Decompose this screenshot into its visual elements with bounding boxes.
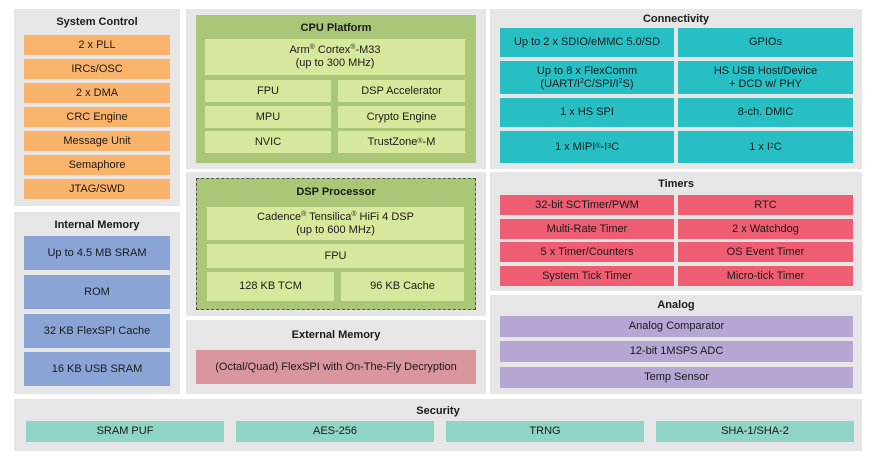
conn-hs-spi: 1 x HS SPI [500, 98, 674, 127]
flexspi-decryption: (Octal/Quad) FlexSPI with On-The-Fly Dec… [196, 350, 476, 384]
analog-item: Temp Sensor [500, 367, 853, 388]
cpu-crypto-engine: Crypto Engine [338, 106, 465, 128]
cpu-platform-panel: CPU Platform Arm® Cortex®-M33 (up to 300… [186, 9, 486, 169]
timer-item: System Tick Timer [500, 266, 674, 286]
security-item: SHA-1/SHA-2 [656, 421, 854, 442]
security-item: AES-256 [236, 421, 434, 442]
conn-hs-usb: HS USB Host/Device + DCD w/ PHY [678, 61, 853, 94]
dsp-processor-title: DSP Processor [296, 186, 376, 198]
system-control-item: JTAG/SWD [24, 179, 170, 199]
internal-memory-item: Up to 4.5 MB SRAM [24, 236, 170, 270]
system-control-panel: System Control 2 x PLL IRCs/OSC 2 x DMA … [14, 9, 180, 206]
cpu-fpu: FPU [205, 80, 331, 102]
analog-item: Analog Comparator [500, 316, 853, 337]
system-control-item: 2 x PLL [24, 35, 170, 55]
dsp-cache: 96 KB Cache [341, 272, 464, 301]
cpu-core-name: Arm® Cortex®-M33 [289, 44, 381, 56]
connectivity-title: Connectivity [642, 13, 709, 25]
external-memory-title: External Memory [291, 329, 381, 341]
external-memory-panel: External Memory (Octal/Quad) FlexSPI wit… [186, 320, 486, 394]
system-control-title: System Control [56, 16, 138, 28]
cpu-mpu: MPU [205, 106, 331, 128]
dsp-core-block: Cadence® Tensilica® HiFi 4 DSP (up to 60… [207, 207, 464, 240]
timer-item: OS Event Timer [678, 242, 853, 262]
timers-panel: Timers 32-bit SCTimer/PWM RTC Multi-Rate… [490, 172, 862, 291]
cpu-core-block: Arm® Cortex®-M33 (up to 300 MHz) [205, 39, 465, 75]
cpu-platform-title: CPU Platform [300, 22, 372, 34]
dsp-processor-panel: DSP Processor Cadence® Tensilica® HiFi 4… [186, 172, 486, 316]
internal-memory-item: ROM [24, 275, 170, 309]
internal-memory-panel: Internal Memory Up to 4.5 MB SRAM ROM 32… [14, 212, 180, 394]
timer-item: 5 x Timer/Counters [500, 242, 674, 262]
analog-item: 12-bit 1MSPS ADC [500, 341, 853, 362]
system-control-item: 2 x DMA [24, 83, 170, 103]
dsp-tcm: 128 KB TCM [207, 272, 334, 301]
system-control-item: Semaphore [24, 155, 170, 175]
timer-item: RTC [678, 195, 853, 215]
internal-memory-item: 16 KB USB SRAM [24, 352, 170, 386]
conn-sdio: Up to 2 x SDIO/eMMC 5.0/SD [500, 28, 674, 57]
system-control-item: CRC Engine [24, 107, 170, 127]
timers-title: Timers [658, 178, 694, 190]
cpu-core-speed: (up to 300 MHz) [295, 57, 375, 69]
conn-dmic: 8-ch. DMIC [678, 98, 853, 127]
security-panel: Security SRAM PUF AES-256 TRNG SHA-1/SHA… [14, 399, 862, 451]
security-item: SRAM PUF [26, 421, 224, 442]
conn-flexcomm: Up to 8 x FlexComm (UART/I2C/SPI/I2S) [500, 61, 674, 94]
timer-item: 2 x Watchdog [678, 219, 853, 239]
security-title: Security [416, 405, 460, 417]
internal-memory-item: 32 KB FlexSPI Cache [24, 314, 170, 348]
analog-title: Analog [657, 299, 695, 311]
timer-item: 32-bit SCTimer/PWM [500, 195, 674, 215]
dsp-core-name: Cadence® Tensilica® HiFi 4 DSP [257, 210, 414, 223]
internal-memory-title: Internal Memory [54, 219, 140, 231]
dsp-fpu: FPU [207, 244, 464, 268]
cpu-nvic: NVIC [205, 131, 331, 153]
cpu-trustzone: TrustZone®-M [338, 131, 465, 153]
connectivity-panel: Connectivity Up to 2 x SDIO/eMMC 5.0/SD … [490, 9, 862, 169]
cpu-dsp-accelerator: DSP Accelerator [338, 80, 465, 102]
security-item: TRNG [446, 421, 644, 442]
conn-gpios: GPIOs [678, 28, 853, 57]
timer-item: Micro-tick Timer [678, 266, 853, 286]
timer-item: Multi-Rate Timer [500, 219, 674, 239]
system-control-item: Message Unit [24, 131, 170, 151]
analog-panel: Analog Analog Comparator 12-bit 1MSPS AD… [490, 295, 862, 394]
dsp-core-speed: (up to 600 MHz) [296, 223, 375, 236]
system-control-item: IRCs/OSC [24, 59, 170, 79]
